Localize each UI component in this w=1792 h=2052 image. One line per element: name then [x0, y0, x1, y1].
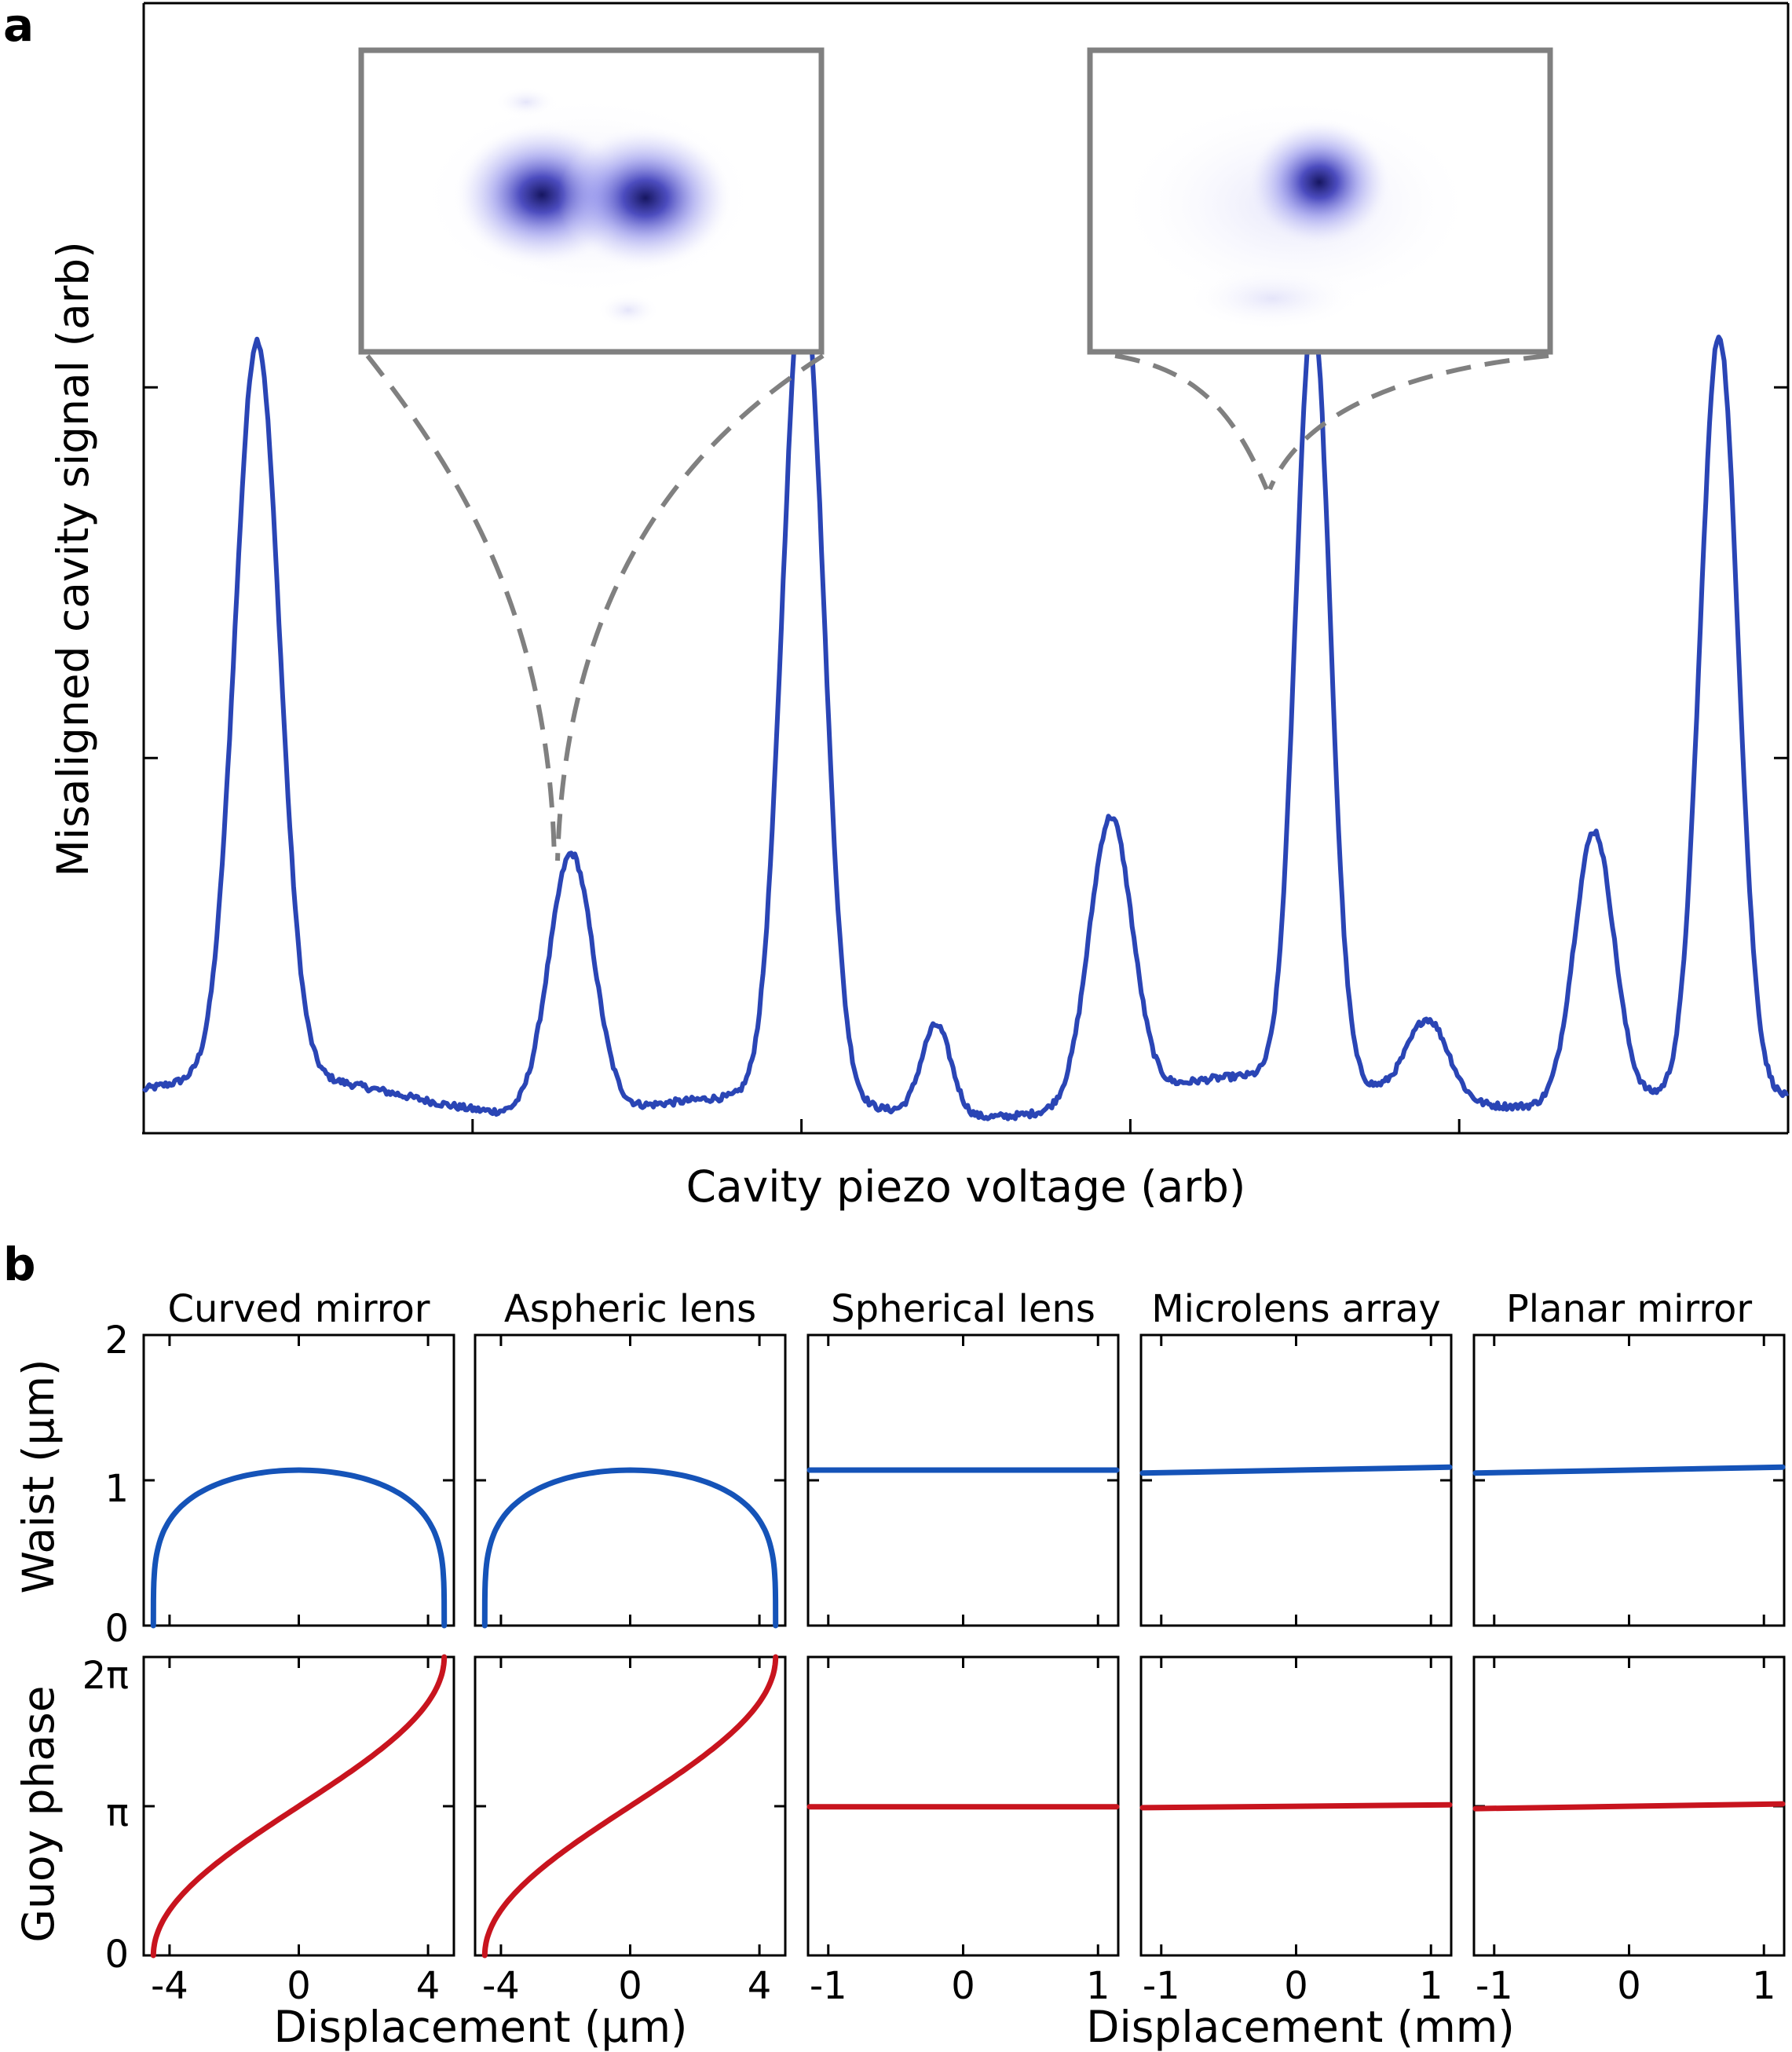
waist-frame-microlens-array [1139, 1333, 1453, 1627]
waist-frame-aspheric-lens [474, 1333, 787, 1627]
panel-a-axes [142, 2, 1790, 1135]
xtick-label-curved-mirror: 4 [416, 1964, 441, 2008]
waist-ytick-0: 0 [104, 1607, 129, 1651]
waist-row-label: Waist (µm) [13, 1359, 64, 1593]
inset-1-connector-left [365, 354, 557, 861]
waist-frame-planar-mirror [1472, 1333, 1786, 1627]
panel-b-x-label-mm: Displacement (mm) [1086, 2002, 1515, 2052]
column-title-planar-mirror: Planar mirror [1506, 1287, 1753, 1331]
phase-curve-aspheric-lens [481, 1654, 779, 1959]
waist-ytick-2: 2 [104, 1319, 129, 1363]
xtick-label-curved-mirror: -4 [151, 1964, 188, 2008]
inset-1-lobe-right [558, 126, 733, 270]
xtick-label-microlens-array: 0 [1284, 1964, 1308, 2008]
xtick-label-microlens-array: 1 [1419, 1964, 1443, 2008]
waist-curve-curved-mirror [150, 1467, 448, 1629]
waist-curve-aspheric-lens [481, 1467, 779, 1629]
phase-ytick-2pi: 2π [82, 1654, 129, 1698]
inset-2-mode-image [1087, 47, 1553, 355]
panel-a-letter: a [3, 0, 34, 52]
waist-curve-microlens-array [1139, 1464, 1453, 1476]
panel-a-x-axis-label: Cavity piezo voltage (arb) [686, 1161, 1246, 1212]
xtick-label-spherical-lens: -1 [810, 1964, 847, 2008]
panel-b-x-label-um: Displacement (µm) [273, 2002, 687, 2052]
xtick-label-spherical-lens: 1 [1086, 1964, 1110, 2008]
xtick-label-planar-mirror: 1 [1752, 1964, 1776, 2008]
xtick-label-aspheric-lens: 4 [748, 1964, 772, 2008]
panel-b-grid: Curved mirror -4 0 4 Aspheric lens -4 0 4 Spheri… [142, 1287, 1786, 2008]
phase-ytick-0: 0 [104, 1933, 129, 1977]
column-title-aspheric-lens: Aspheric lens [504, 1287, 756, 1331]
xtick-label-planar-mirror: 0 [1617, 1964, 1641, 2008]
waist-curve-planar-mirror [1472, 1464, 1786, 1476]
xtick-label-planar-mirror: -1 [1476, 1964, 1513, 2008]
inset-1-connector-right [555, 353, 825, 861]
waist-frame-curved-mirror [142, 1333, 455, 1627]
column-title-spherical-lens: Spherical lens [831, 1287, 1095, 1331]
inset-2-lobe [1247, 118, 1392, 247]
xtick-label-aspheric-lens: -4 [482, 1964, 520, 2008]
phase-ytick-pi: π [106, 1791, 129, 1835]
xtick-label-microlens-array: -1 [1143, 1964, 1180, 2008]
panel-a-signal-trace [141, 271, 1789, 1121]
waist-frame-spherical-lens [806, 1333, 1120, 1627]
phase-curve-planar-mirror [1472, 1801, 1786, 1812]
panel-a-y-axis-label: Misaligned cavity signal (arb) [48, 241, 98, 876]
inset-2-connector-right [1267, 353, 1549, 491]
xtick-label-aspheric-lens: 0 [618, 1964, 642, 2008]
xtick-label-spherical-lens: 0 [951, 1964, 975, 2008]
xtick-label-curved-mirror: 0 [287, 1964, 311, 2008]
waist-ytick-1: 1 [104, 1467, 129, 1511]
inset-2-connector-left [1114, 353, 1269, 491]
column-title-microlens-array: Microlens array [1151, 1287, 1441, 1331]
phase-curve-microlens-array [1139, 1801, 1453, 1811]
inset-1-mode-image [358, 47, 825, 355]
panel-b-letter: b [3, 1238, 36, 1291]
panel-a-ticks [144, 386, 1790, 1133]
guoy-row-label: Guoy phase [13, 1685, 64, 1942]
phase-curve-curved-mirror [150, 1654, 448, 1959]
column-title-curved-mirror: Curved mirror [167, 1287, 430, 1331]
